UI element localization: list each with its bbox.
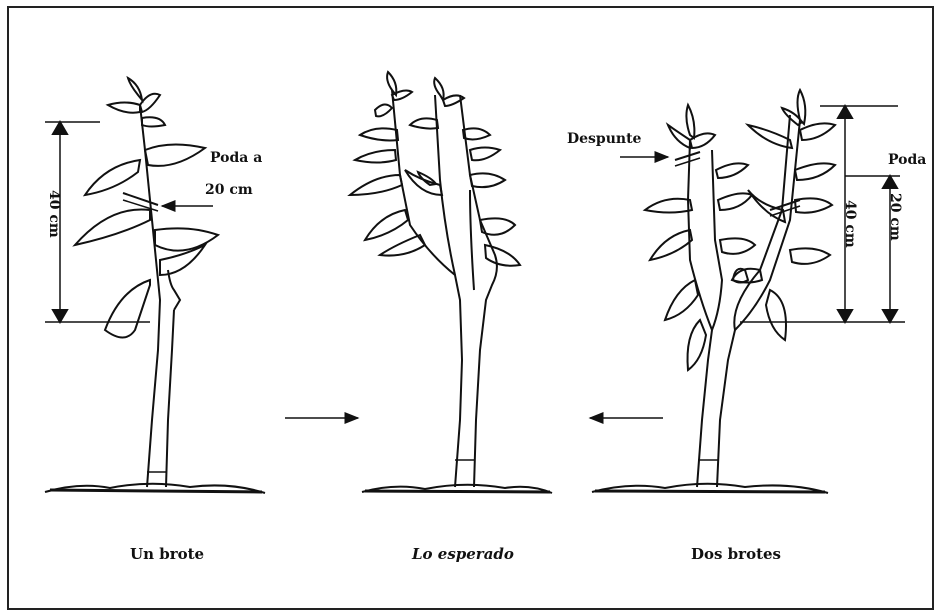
trunk-2 — [392, 90, 462, 487]
leaf — [375, 104, 392, 116]
leaf — [140, 94, 160, 112]
leaf — [350, 175, 402, 195]
plant-expected — [350, 72, 552, 493]
leaf — [470, 148, 500, 161]
leaf — [650, 230, 692, 260]
leaf — [480, 218, 515, 234]
leaf — [105, 280, 150, 338]
leaf — [718, 193, 752, 210]
caption-un-brote: Un brote — [130, 545, 204, 563]
cut-mark-1 — [123, 193, 158, 205]
caption-lo-esperado: Lo esperado — [412, 545, 514, 563]
plant-two-shoots — [592, 90, 905, 493]
leaf — [795, 198, 832, 212]
leaf — [365, 210, 408, 240]
leaf — [748, 125, 792, 148]
leaf — [355, 150, 396, 163]
leaf — [155, 228, 218, 250]
leaf — [128, 78, 142, 100]
leaf — [145, 144, 205, 165]
cut-label-line1: Poda a — [210, 150, 262, 166]
leaf — [75, 209, 150, 245]
trunk-3 — [688, 140, 712, 487]
leaf — [463, 128, 490, 139]
leaf — [665, 280, 698, 320]
caption-dos-brotes: Dos brotes — [691, 545, 781, 563]
leaf — [108, 103, 140, 113]
leaf — [686, 105, 694, 138]
leaf — [688, 320, 707, 370]
leaf — [85, 160, 140, 195]
leaf — [790, 248, 830, 264]
leaf — [720, 238, 755, 254]
poda-label: Poda — [888, 152, 926, 168]
measure-label-40cm: 40 cm — [46, 190, 62, 238]
leaf — [766, 290, 786, 340]
leaf — [142, 117, 165, 126]
leaf — [716, 163, 748, 178]
trunk-1 — [140, 105, 160, 487]
leaf — [668, 125, 690, 148]
leaf — [485, 245, 520, 266]
leaf — [410, 118, 438, 128]
leaf — [795, 163, 835, 180]
measure-label-40cm-right: 40 cm — [842, 200, 858, 248]
leaf — [645, 199, 692, 213]
plant-one-shoot — [45, 78, 265, 493]
leaf — [360, 128, 398, 140]
leaf — [470, 173, 505, 187]
measure-label-20cm-right: 20 cm — [887, 193, 903, 241]
cut-label-line2: 20 cm — [205, 182, 253, 198]
leaf — [800, 123, 835, 140]
despunte-label: Despunte — [567, 131, 641, 147]
